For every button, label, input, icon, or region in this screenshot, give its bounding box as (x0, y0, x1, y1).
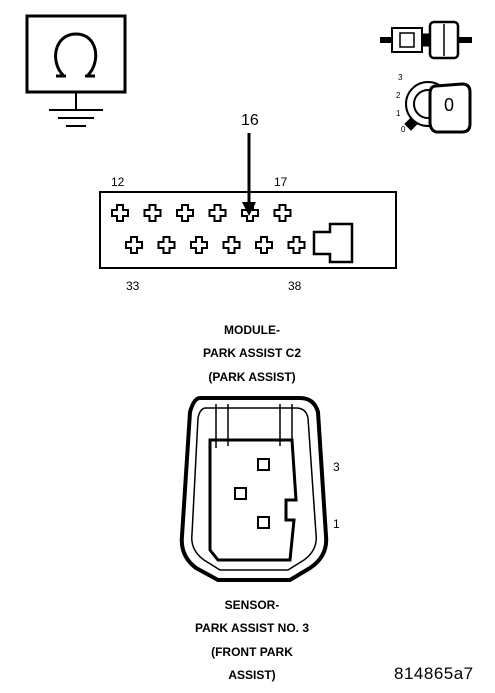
sensor-caption-line-2: PARK ASSIST NO. 3 (194, 621, 310, 635)
callout-pin-16: 16 (241, 112, 259, 129)
module-caption-line-1: MODULE- (224, 323, 280, 337)
sensor-caption-line-4: ASSIST) (228, 668, 276, 682)
pin-label-33: 33 (126, 279, 140, 293)
sensor-caption-line-1: SENSOR- (224, 598, 280, 612)
module-connector-c2 (99, 191, 397, 269)
module-caption-line-3: (PARK ASSIST) (208, 370, 296, 384)
key-position-3: 3 (398, 73, 403, 82)
pin-cavity (255, 236, 273, 254)
figure-id: 814865a7 (394, 664, 474, 683)
arrow-down-icon (242, 133, 256, 216)
pin-cavity (143, 204, 162, 222)
sensor-pin-label-3: 3 (333, 460, 340, 474)
key-position-2: 2 (396, 91, 401, 100)
pin-label-17: 17 (274, 175, 288, 189)
key-position-0: 0 (401, 125, 406, 134)
pin-cavity (241, 204, 259, 222)
pin-cavity (222, 236, 241, 254)
module-caption-line-2: PARK ASSIST C2 (202, 346, 301, 360)
pin-cavity (111, 204, 129, 222)
pin-label-12: 12 (111, 175, 125, 189)
pin-cavity (287, 236, 306, 254)
pin-cavity (125, 236, 143, 254)
module-pin-cavities (111, 204, 306, 254)
connector-plug-icon (380, 20, 472, 60)
pin-cavity (176, 204, 194, 222)
pin-cavity (273, 204, 292, 222)
key-label: 0 (444, 95, 455, 115)
pin-cavity (190, 236, 208, 254)
sensor-caption-line-3: (FRONT PARK (211, 645, 293, 659)
ignition-key-icon (404, 81, 472, 134)
pin-cavity (157, 236, 176, 254)
sensor-connector (179, 396, 329, 582)
pin-label-38: 38 (288, 279, 302, 293)
pin-cavity (208, 204, 227, 222)
ohmmeter-ground-icon (25, 14, 127, 127)
sensor-pin-label-1: 1 (333, 517, 340, 531)
key-position-1: 1 (396, 109, 401, 118)
